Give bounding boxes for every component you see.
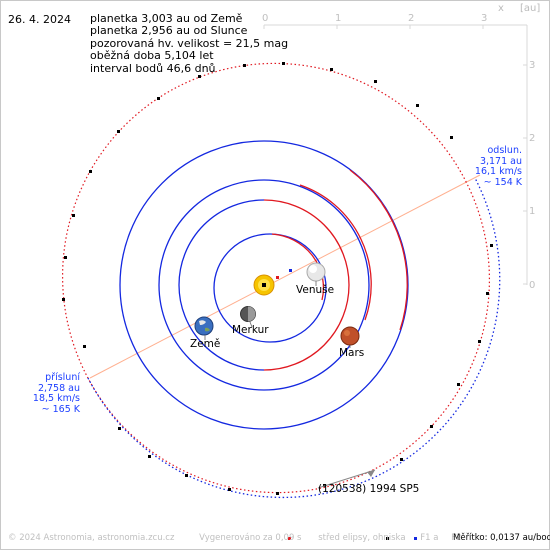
orbit-point <box>330 68 333 71</box>
orbit-point <box>374 80 377 83</box>
asteroid-orbit-markers <box>62 62 493 495</box>
unit-label: [au] <box>520 3 541 14</box>
date-label: 26. 4. 2024 <box>8 13 71 26</box>
orbit-point <box>64 256 67 259</box>
orbit-point <box>276 492 279 495</box>
aphelion-speed: 16,1 km/s <box>474 166 522 177</box>
right-axis-label: 1 <box>529 206 535 217</box>
orbit-point <box>89 170 92 173</box>
orbit-point <box>430 425 433 428</box>
legend-f2-marker <box>414 537 417 540</box>
mars-label: Mars <box>339 347 365 359</box>
orbit-point <box>198 75 201 78</box>
top-axis-label: 1 <box>335 13 341 24</box>
info-period: oběžná doba 5,104 let <box>90 49 214 63</box>
apsidal-line <box>89 174 481 379</box>
aphelion-label: odslun. 3,171 au 16,1 km/s ~ 154 K <box>450 145 523 188</box>
orbit-point <box>400 458 403 461</box>
mars-orbit-front <box>263 199 350 371</box>
footer-center: střed elipsy, ohniska <box>318 533 406 543</box>
right-axis-label: 0 <box>529 280 535 291</box>
perihelion-distance: 2,758 au <box>37 382 80 394</box>
orbit-point <box>83 345 86 348</box>
sun <box>253 274 275 296</box>
asteroid-orbit-blue <box>87 177 501 499</box>
mercury-orbit-front <box>271 233 325 301</box>
mars-orbit-back <box>178 199 265 371</box>
orbit-point <box>117 130 120 133</box>
ellipse-center <box>276 276 279 279</box>
orbit-point <box>148 455 151 458</box>
footer: © 2024 Astronomia, astronomia.zcu.cz Vyg… <box>8 533 461 543</box>
perihelion-speed: 18,5 km/s <box>32 393 80 404</box>
mercury-orbit <box>213 233 327 343</box>
mercury-leader <box>249 321 253 328</box>
venus-label: Venuše <box>296 284 335 296</box>
legend-f1-marker <box>386 537 389 540</box>
footer-generated: Vygenerováno za 0,09 s <box>199 533 302 543</box>
orbit-point <box>62 298 65 301</box>
focus-f2 <box>289 269 292 272</box>
orbit-point <box>416 104 419 107</box>
info-point-interval: interval bodů 46,6 dnů <box>90 61 216 75</box>
earth-label: Země <box>190 338 221 350</box>
close-icon[interactable]: x <box>498 3 504 14</box>
right-axis-label: 3 <box>529 60 535 71</box>
top-axis-label: 2 <box>408 13 414 24</box>
earth <box>194 316 214 336</box>
scale-label: Měřítko: 0,0137 au/bod <box>453 533 550 543</box>
perihelion-label: přísluní 2,758 au 18,5 km/s ~ 165 K <box>30 372 80 415</box>
info-distance-sun: planetka 2,956 au od Slunce <box>90 24 248 38</box>
earth-orbit-front <box>349 169 408 331</box>
venus <box>306 262 326 282</box>
mars <box>340 326 360 346</box>
top-axis-label: 3 <box>481 13 487 24</box>
axis-labels: 0 1 2 3 3 2 1 0 <box>262 13 535 291</box>
orbit-point <box>157 97 160 100</box>
perihelion-temperature: ~ 165 K <box>41 403 80 415</box>
venus-orbit <box>158 179 370 391</box>
orbit-point <box>228 488 231 491</box>
info-distance-earth: planetka 3,003 au od Země <box>90 12 243 25</box>
aphelion-title: odslun. <box>487 145 523 156</box>
info-panel: planetka 3,003 au od Země planetka 2,956… <box>90 12 289 75</box>
right-axis-label: 2 <box>529 133 535 144</box>
focus-f1 <box>262 283 266 287</box>
footer-f1: F1 a <box>420 533 439 543</box>
orbit-point <box>72 214 75 217</box>
orbit-point <box>450 136 453 139</box>
orbit-point <box>457 383 460 386</box>
top-axis-label: 0 <box>262 13 268 24</box>
aphelion-distance: 3,171 au <box>479 155 522 167</box>
aphelion-temperature: ~ 154 K <box>483 176 522 188</box>
footer-f2: F2 <box>451 533 462 543</box>
mercury-label: Merkur <box>232 324 269 336</box>
venus-orbit-front <box>299 184 372 321</box>
axes <box>263 24 528 285</box>
footer-copyright: © 2024 Astronomia, astronomia.zcu.cz <box>8 533 175 543</box>
orbit-point <box>486 292 489 295</box>
orbit-point <box>478 340 481 343</box>
perihelion-title: přísluní <box>45 372 80 383</box>
info-magnitude: pozorovaná hv. velikost = 21,5 mag <box>90 36 289 50</box>
orbit-point <box>118 427 121 430</box>
asteroid-label: (120538) 1994 SP5 <box>318 483 420 495</box>
orbit-point <box>243 64 246 67</box>
mercury <box>240 306 256 322</box>
orbit-point <box>490 244 493 247</box>
orbit-point <box>282 62 285 65</box>
asteroid-marker <box>317 469 376 489</box>
orbit-point <box>185 474 188 477</box>
legend-center-marker <box>288 537 291 540</box>
